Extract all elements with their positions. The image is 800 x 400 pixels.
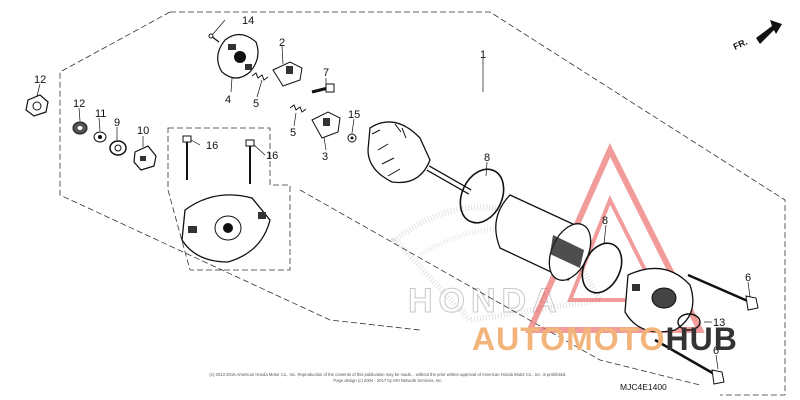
part-washer-12 [72, 121, 88, 135]
part-long-bolt-6b [654, 338, 725, 385]
callout-9: 9 [114, 117, 120, 129]
part-oring-8a [459, 168, 505, 224]
callout-6-lower: 6 [713, 345, 719, 357]
part-washer-11 [93, 131, 107, 143]
callout-15: 15 [348, 109, 360, 121]
copyright-line-2: Page design (c) 2004 - 2017 by ARI Netwo… [333, 378, 442, 383]
assembly-outline [59, 11, 786, 396]
copyright-line-1: (c) 2013-2016 American Honda Motor Co., … [209, 372, 566, 377]
honda-background-text: HONDA [408, 282, 563, 320]
callout-6-upper: 6 [745, 272, 751, 284]
arrow-icon [756, 20, 782, 44]
callout-labels: 14 2 1 12 7 4 5 12 11 9 10 15 5 3 16 16 … [34, 15, 751, 357]
callout-13: 13 [713, 317, 725, 329]
callout-16-right: 16 [266, 150, 278, 162]
part-bolt-16b [245, 139, 255, 184]
watermark-part2: HUB [665, 321, 737, 357]
front-direction-indicator: FR. [732, 20, 782, 52]
callout-2: 2 [279, 37, 285, 49]
part-brush-holder-4 [217, 33, 259, 79]
part-oring-9 [109, 140, 127, 156]
part-nut-15 [347, 133, 357, 143]
callout-5-top: 5 [253, 98, 259, 110]
callout-16-left: 16 [206, 140, 218, 152]
part-long-bolt-6a [687, 273, 759, 311]
callout-14: 14 [242, 15, 254, 27]
part-terminal-bolt-7 [311, 83, 335, 94]
callout-12-top: 12 [34, 74, 46, 86]
part-front-cover [181, 194, 271, 263]
diagram-code: MJC4E1400 [620, 382, 667, 392]
callout-5-bottom: 5 [290, 127, 296, 139]
part-spring-5a [251, 72, 269, 81]
part-bolt-16a [182, 135, 192, 180]
part-yoke [495, 194, 592, 281]
watermark-part1: AUTOMOTO [472, 321, 665, 357]
callout-12: 12 [73, 98, 85, 110]
part-oring-8b [581, 242, 623, 294]
callout-7: 7 [323, 67, 329, 79]
callout-10: 10 [137, 125, 149, 137]
callout-11: 11 [95, 108, 106, 120]
callout-8-lower: 8 [602, 215, 608, 227]
part-rear-cover [624, 267, 694, 333]
part-screw-14 [208, 33, 220, 43]
watermark-text: AUTOMOTOHUB [472, 321, 738, 357]
part-armature [367, 121, 472, 195]
part-brush-3 [311, 111, 341, 139]
callout-4: 4 [225, 94, 231, 106]
callout-3: 3 [322, 151, 328, 163]
fr-label: FR. [732, 37, 749, 52]
part-oring-13 [677, 313, 701, 331]
part-insulator-10 [133, 145, 157, 171]
callout-1: 1 [480, 49, 486, 61]
callout-8-upper: 8 [484, 152, 490, 164]
leader-lines [36, 19, 751, 370]
part-brush-2 [272, 61, 303, 87]
part-nut-12 [25, 94, 49, 117]
part-spring-5b [289, 104, 307, 113]
